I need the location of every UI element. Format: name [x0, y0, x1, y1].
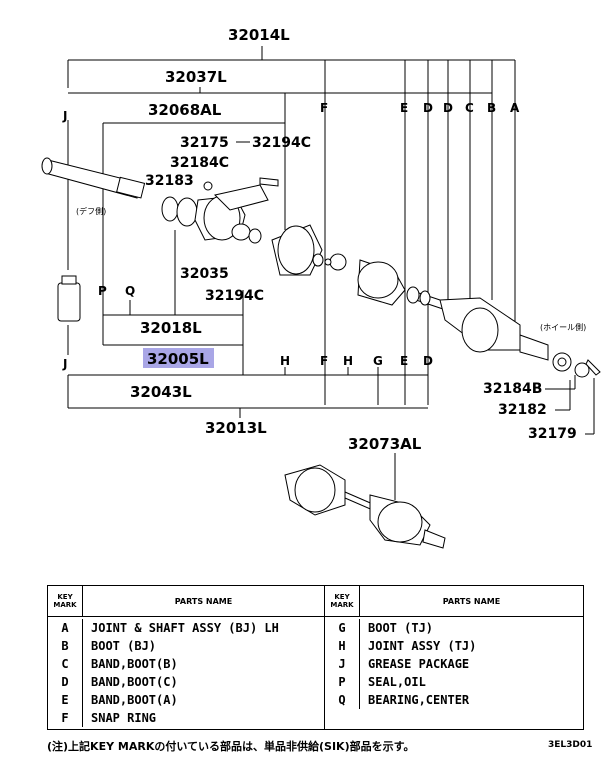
header-key-mark: KEY MARK: [48, 586, 83, 616]
legend-row-P: P SEAL,OIL: [325, 673, 583, 691]
legend-row-D: D BAND,BOOT(C): [48, 673, 324, 691]
legend-part-name: BOOT (BJ): [91, 639, 157, 653]
intermediate-shaft: [41, 157, 279, 244]
callout-32068AL: 32068AL: [148, 101, 222, 119]
callout-32043L: 32043L: [130, 383, 192, 401]
key-mark-A-top: A: [510, 101, 520, 115]
header-key-mark-right: KEY MARK: [325, 586, 360, 616]
callout-32013L: 32013L: [205, 419, 267, 437]
legend-row-G: G BOOT (TJ): [325, 619, 583, 637]
exploded-parts-diagram: 32014L 32037L 32068AL J F E D D C B A: [41, 26, 601, 549]
legend-key-mark: E: [48, 691, 83, 709]
legend-key-mark: P: [325, 673, 360, 691]
drive-shaft-bj: (ホイール側): [406, 286, 586, 361]
legend-left-column: KEY MARK PARTS NAME A JOINT & SHAFT ASSY …: [48, 586, 325, 729]
legend-row-H: H JOINT ASSY (TJ): [325, 637, 583, 655]
legend-key-mark: A: [48, 619, 83, 637]
callout-32184B: 32184B: [483, 381, 542, 397]
callout-32037L: 32037L: [165, 68, 227, 86]
highlight-box: [143, 348, 214, 368]
legend-part-name: BAND,BOOT(B): [91, 657, 178, 671]
legend-key-mark: Q: [325, 691, 360, 709]
top-key-lines: [67, 60, 516, 405]
legend-right-column: KEY MARK PARTS NAME G BOOT (TJ) H JOINT ASS…: [325, 586, 583, 729]
legend-header-right: KEY MARK PARTS NAME: [325, 586, 583, 617]
key-mark-F-bottom: F: [320, 354, 328, 368]
legend-part-name: GREASE PACKAGE: [368, 657, 470, 671]
bracket-32014L: 32014L: [67, 26, 516, 98]
key-mark-D-top-2: D: [443, 101, 453, 115]
callout-32175: 32175: [180, 135, 229, 151]
legend-row-C: C BAND,BOOT(B): [48, 655, 324, 673]
callout-32005L: 32005L: [147, 350, 209, 368]
callout-32182: 32182: [498, 402, 547, 418]
bottom-key-bracket: H F H G E D 32043L 32013L: [67, 354, 433, 437]
legend-row-Q: Q BEARING,CENTER: [325, 691, 583, 709]
legend-key-mark: G: [325, 619, 360, 637]
header-parts-name-right: PARTS NAME: [442, 596, 501, 606]
key-mark-G-bottom: G: [373, 354, 383, 368]
legend-key-mark: H: [325, 637, 360, 655]
callout-32183: 32183: [145, 173, 194, 189]
legend-part-name: SEAL,OIL: [368, 675, 426, 689]
key-mark-E-top: E: [400, 101, 408, 115]
tripod-joint-assy: [271, 224, 347, 276]
top-key-letters: J F E D D C B A: [62, 101, 520, 123]
key-mark-H-bottom-2: H: [343, 354, 353, 368]
footnote: (注)上記KEY MARKの付いている部品は、単品非供給(SIK)部品を示す。: [47, 740, 415, 753]
tj-boot: [357, 259, 406, 306]
key-mark-Q: Q: [125, 284, 135, 298]
legend-row-F: F SNAP RING: [48, 709, 324, 727]
callout-32194C-bottom: 32194C: [205, 288, 264, 304]
callout-32073AL: 32073AL: [348, 435, 422, 453]
legend-row-E: E BAND,BOOT(A): [48, 691, 324, 709]
legend-row-A: A JOINT & SHAFT ASSY (BJ) LH: [48, 619, 324, 637]
legend-part-name: BEARING,CENTER: [368, 693, 470, 707]
grease-package: [57, 275, 81, 322]
callout-32018L: 32018L: [140, 319, 202, 337]
legend-right-rows: G BOOT (TJ) H JOINT ASSY (TJ) J GREASE PACKAG…: [325, 617, 583, 709]
legend-key-mark: F: [48, 709, 83, 727]
legend-left-rows: A JOINT & SHAFT ASSY (BJ) LH B BOOT (BJ) C BA…: [48, 617, 324, 727]
key-mark-F-top: F: [320, 101, 328, 115]
key-mark-B-top: B: [487, 101, 496, 115]
callout-32184C: 32184C: [170, 155, 229, 171]
wheel-side-note: (ホイール側): [540, 322, 586, 332]
legend-key-mark: B: [48, 637, 83, 655]
legend-row-B: B BOOT (BJ): [48, 637, 324, 655]
legend-key-mark: C: [48, 655, 83, 673]
legend-part-name: JOINT & SHAFT ASSY (BJ) LH: [91, 621, 279, 635]
key-mark-E-bottom: E: [400, 354, 408, 368]
legend-key-mark: J: [325, 655, 360, 673]
bracket-32037L: 32037L: [68, 68, 492, 94]
header-parts-name: PARTS NAME: [174, 596, 233, 606]
key-mark-D-bottom: D: [423, 354, 433, 368]
key-mark-D-top: D: [423, 101, 433, 115]
callout-32179: 32179: [528, 426, 577, 442]
key-mark-H-bottom: H: [280, 354, 290, 368]
complete-shaft-assy: 32073AL: [284, 435, 446, 549]
key-mark-C-top: C: [465, 101, 474, 115]
legend-key-mark: D: [48, 673, 83, 691]
legend-row-J: J GREASE PACKAGE: [325, 655, 583, 673]
diagram-code: 3EL3D01: [548, 740, 593, 750]
callout-32035: 32035: [180, 266, 229, 282]
diff-side-note: (デフ側): [76, 206, 106, 216]
small-callouts: 32175 32194C 32184C 32183 (デフ側) 32035 32…: [76, 135, 311, 304]
legend-part-name: BOOT (TJ): [368, 621, 434, 635]
callout-32194C-top: 32194C: [252, 135, 311, 151]
callout-32005L-group: 32005L: [143, 348, 214, 368]
legend-part-name: JOINT ASSY (TJ): [368, 639, 477, 653]
bracket-32068AL: 32068AL: [102, 93, 286, 285]
legend-part-name: SNAP RING: [91, 711, 157, 725]
key-mark-J-top: J: [62, 109, 67, 123]
legend-part-name: BAND,BOOT(A): [91, 693, 178, 707]
legend-header: KEY MARK PARTS NAME: [48, 586, 324, 617]
parts-legend-table: KEY MARK PARTS NAME A JOINT & SHAFT ASSY …: [47, 585, 584, 730]
nut-washer-pin: 32184B 32182 32179: [483, 352, 601, 442]
callout-32014L: 32014L: [228, 26, 290, 44]
legend-part-name: BAND,BOOT(C): [91, 675, 178, 689]
key-mark-J-left: J: [62, 357, 67, 371]
bracket-32018L: 32018L: [102, 230, 244, 375]
